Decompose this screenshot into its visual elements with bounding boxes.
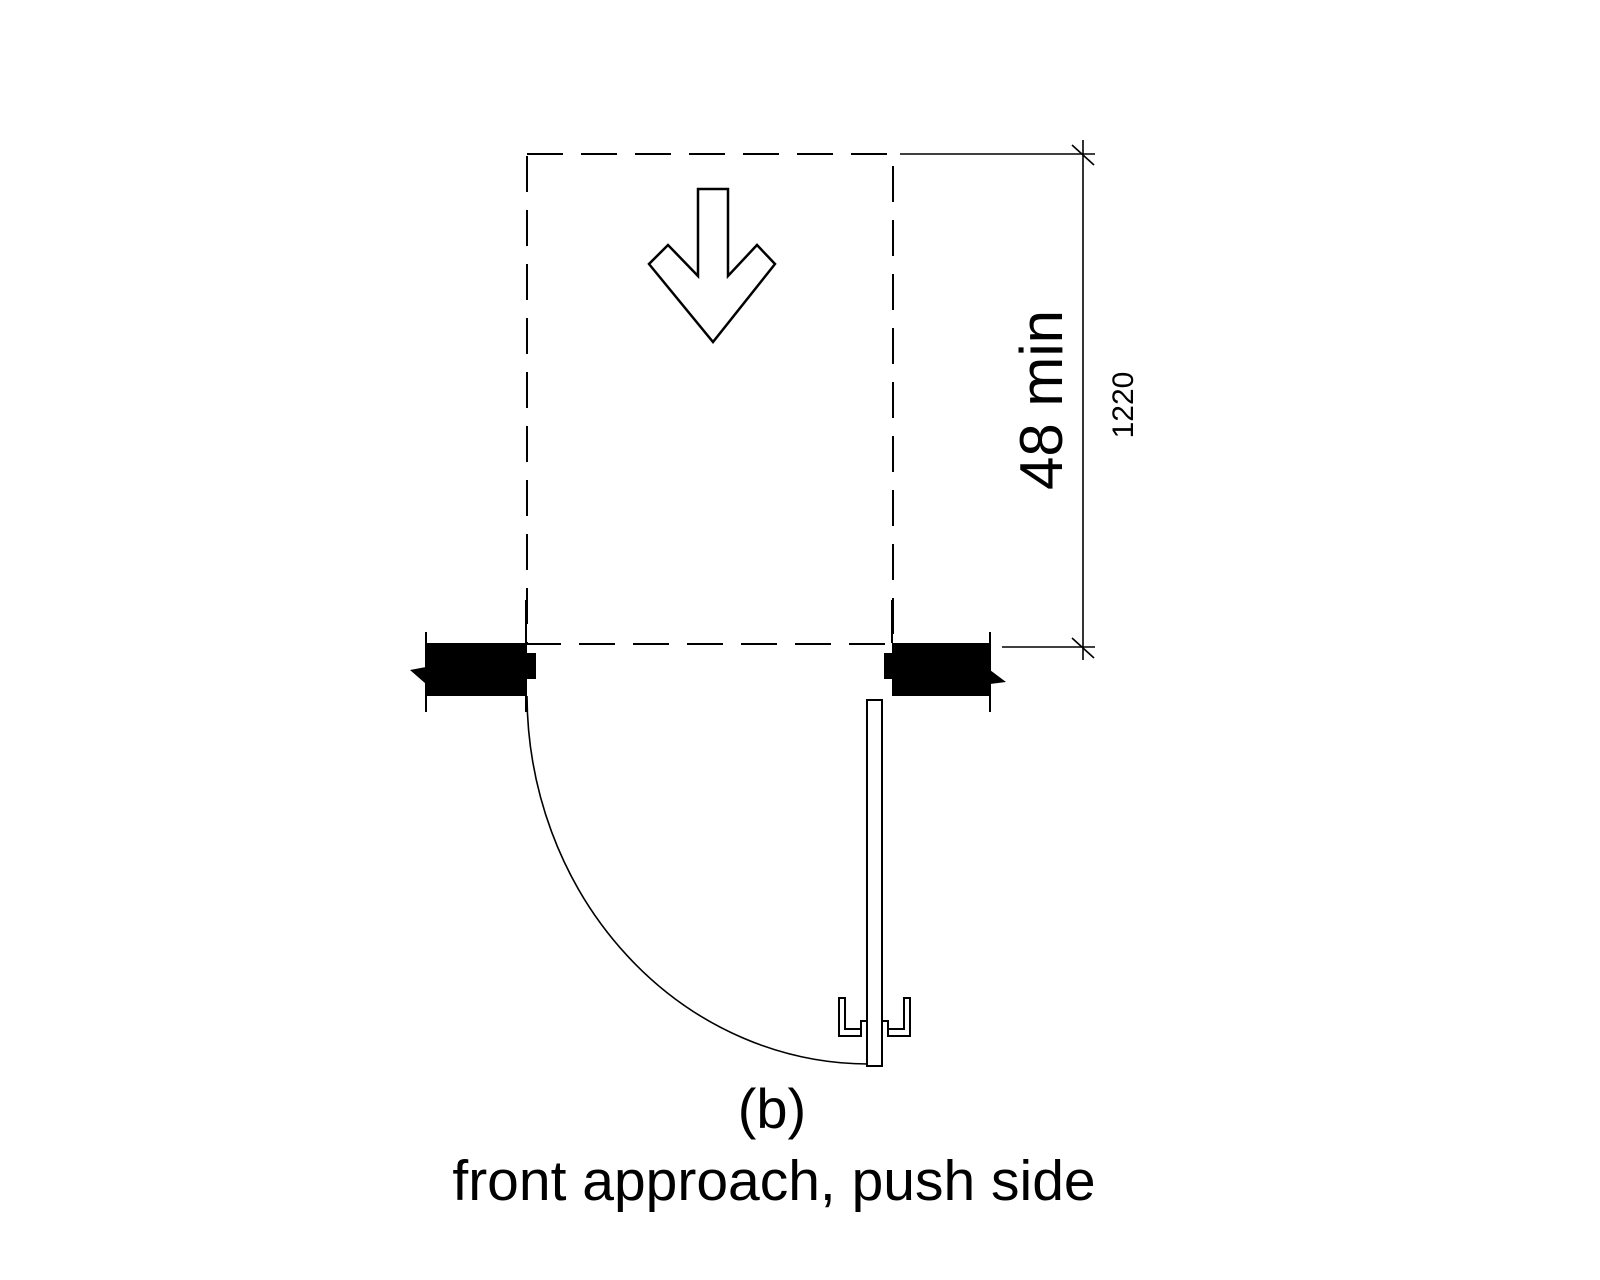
left-wall — [410, 600, 536, 712]
dimension-primary-label: 48 min — [1008, 310, 1075, 490]
door-handle-icon — [838, 997, 911, 1037]
door-swing-arc — [526, 695, 869, 1065]
dimension-line — [900, 140, 1095, 660]
right-wall — [884, 600, 1006, 712]
figure-caption: front approach, push side — [452, 1149, 1095, 1213]
figure-label: (b) — [738, 1077, 806, 1140]
dimension-secondary-label: 1220 — [1107, 372, 1140, 439]
clear-floor-space — [526, 153, 894, 645]
approach-arrow-icon — [647, 187, 777, 344]
door-leaf — [866, 699, 883, 1067]
